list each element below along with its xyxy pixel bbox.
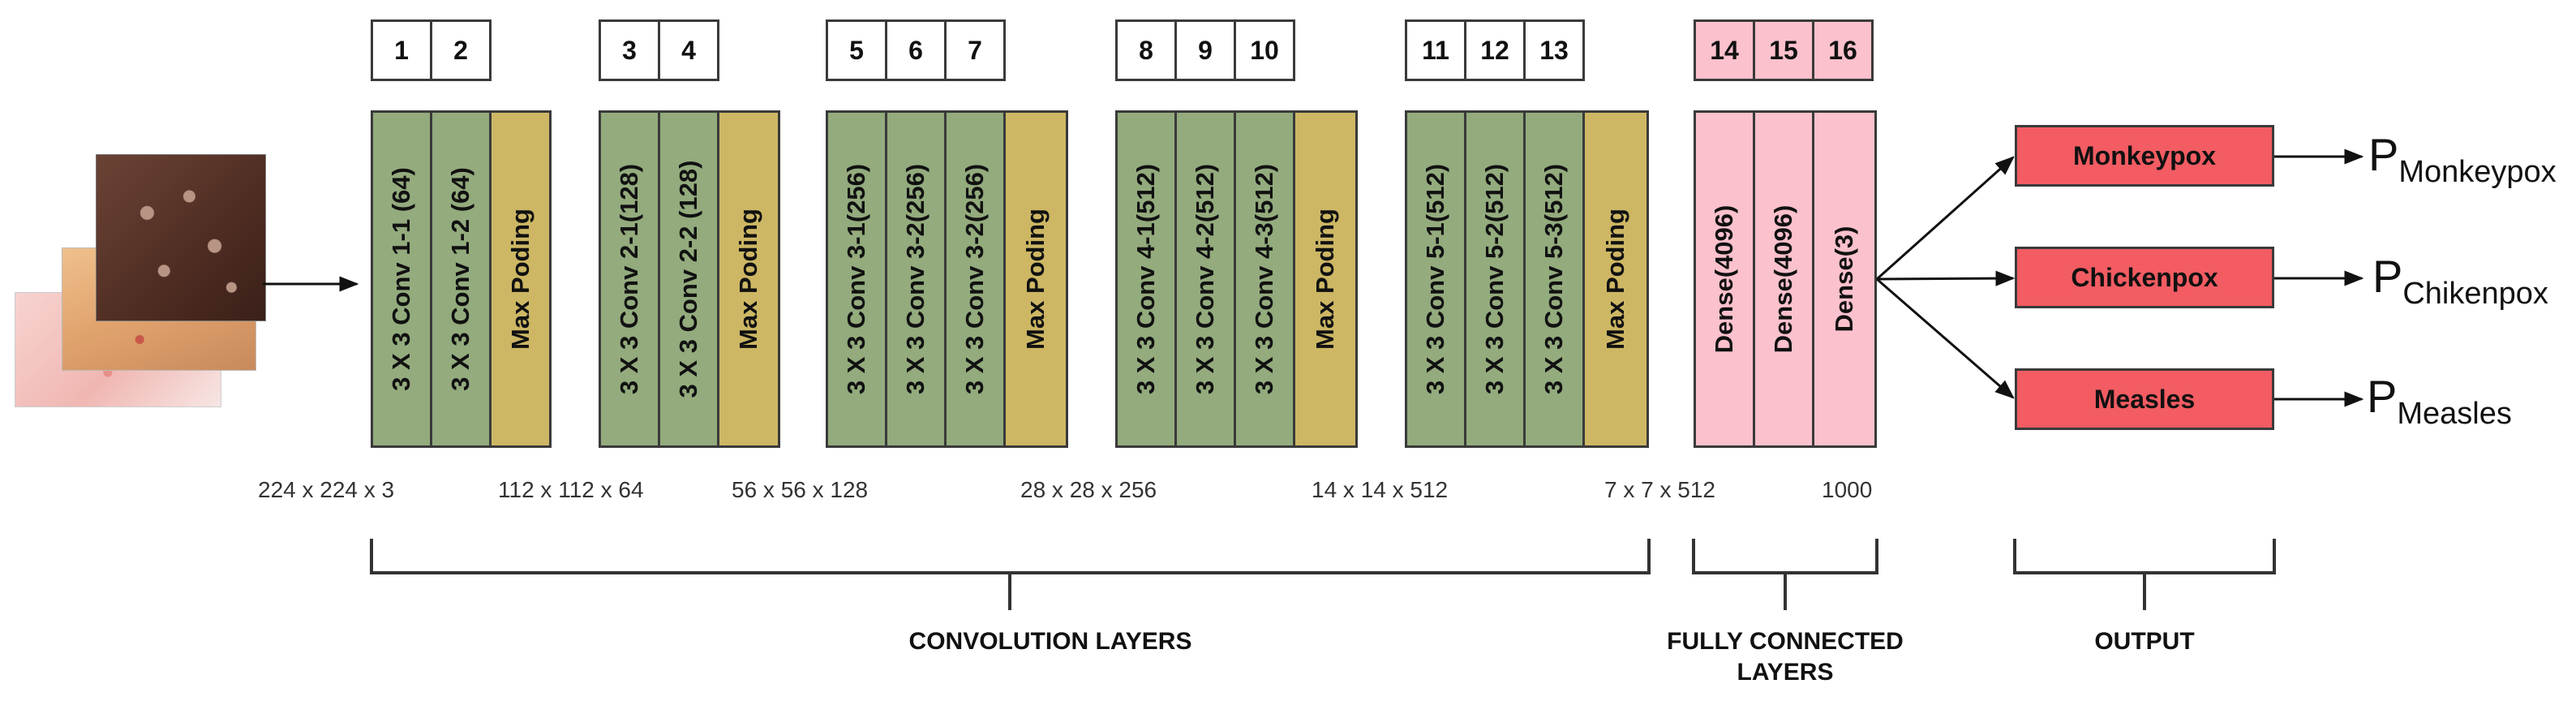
- output-class-chickenpox: Chickenpox: [2015, 247, 2274, 308]
- group-label-fully-connected: FULLY CONNECTED LAYERS: [1667, 628, 1904, 686]
- arrow-to-measles: [1876, 277, 2015, 399]
- block-number: 4: [658, 19, 719, 81]
- arrow-to-monkeypox: [1876, 156, 2015, 281]
- block-number: 13: [1523, 19, 1585, 81]
- block-number: 7: [944, 19, 1006, 81]
- arrow-to-chickenpox: [1876, 270, 2016, 286]
- block-number: 10: [1234, 19, 1295, 81]
- group-label-convolution: CONVOLUTION LAYERS: [908, 628, 1192, 655]
- input-image-monkeypox: [96, 154, 266, 321]
- conv-layer: 3 X 3 Conv 1-2 (64): [430, 110, 492, 448]
- input-images: [15, 154, 266, 407]
- dimension-label: 28 x 28 x 256: [1020, 477, 1157, 502]
- max-pooling-layer: Max Poding: [489, 110, 552, 448]
- dimension-label: 112 x 112 x 64: [498, 477, 644, 502]
- dimension-label: 7 x 7 x 512: [1604, 477, 1715, 502]
- bracket-fully-connected: [1692, 539, 1878, 610]
- probability-monkeypox: PMonkeypox: [2368, 129, 2557, 189]
- max-pooling-layer: Max Poding: [717, 110, 780, 448]
- max-pooling-layer: Max Poding: [1582, 110, 1649, 448]
- dimension-label: 14 x 14 x 512: [1312, 477, 1449, 502]
- output-class-monkeypox: Monkeypox: [2015, 125, 2274, 187]
- conv-layer: 3 X 3 Conv 5-3(512): [1523, 110, 1585, 448]
- probability-chickenpox: PChikenpox: [2372, 251, 2548, 311]
- block-number: 14: [1694, 19, 1755, 81]
- dimension-label: 1000: [1822, 477, 1873, 502]
- max-pooling-layer: Max Poding: [1293, 110, 1358, 448]
- dimension-label: 56 x 56 x 128: [732, 477, 869, 502]
- bracket-convolution: [370, 539, 1651, 610]
- conv-layer: 3 X 3 Conv 4-1(512): [1115, 110, 1177, 448]
- max-pooling-layer: Max Poding: [1003, 110, 1068, 448]
- block-number: 2: [430, 19, 492, 81]
- dimension-label: 224 x 224 x 3: [258, 477, 395, 502]
- output-class-measles: Measles: [2015, 368, 2274, 430]
- bracket-output: [2013, 539, 2276, 610]
- block-number: 16: [1812, 19, 1874, 81]
- group-label-output: OUTPUT: [2094, 628, 2195, 655]
- dense-layer: Dense(3): [1812, 110, 1877, 448]
- probability-measles: PMeasles: [2367, 371, 2512, 431]
